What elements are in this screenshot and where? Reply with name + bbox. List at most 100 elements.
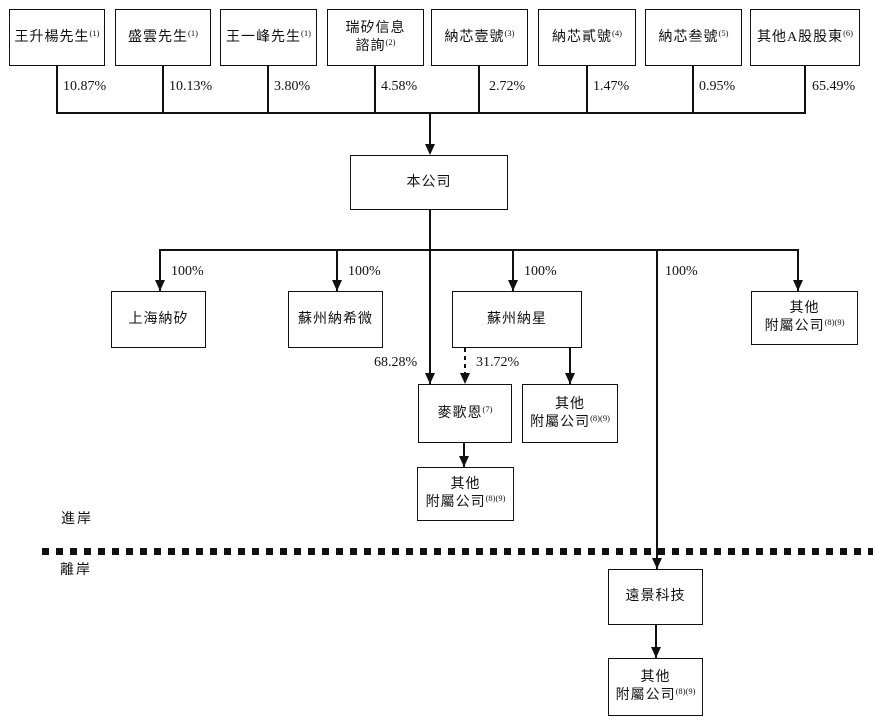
arrowhead-down: [458, 456, 469, 467]
arrowhead-down: [564, 373, 575, 384]
node-label: 盛雲先生: [128, 29, 189, 45]
footnote-marker: (1): [89, 27, 100, 38]
arrowhead-down: [459, 373, 470, 384]
node-label-line1: 其他: [554, 396, 585, 412]
connector-vline: [429, 210, 431, 384]
arrowhead-down: [650, 647, 661, 658]
connector-vline: [463, 443, 465, 467]
ownership-pct: 68.28%: [374, 355, 418, 370]
footnote-marker: (8)(9): [824, 317, 845, 327]
arrowhead-down: [424, 373, 435, 384]
node-shareholder-3: 王一峰先生(1): [220, 9, 317, 66]
ownership-pct: 2.72%: [489, 79, 526, 94]
footnote-marker: (3): [504, 27, 515, 38]
node-yuanjing: 遠景科技: [608, 569, 703, 625]
connector-vline: [336, 250, 338, 291]
footnote-marker: (1): [301, 27, 311, 38]
footnote-marker: (8)(9): [675, 686, 696, 696]
connector-hline: [56, 112, 806, 114]
ownership-pct: 4.58%: [381, 79, 418, 94]
node-label-line2: 附屬公司: [425, 495, 486, 510]
node-label: 納芯貳號: [552, 29, 613, 45]
footnote-marker: (1): [188, 27, 198, 38]
arrowhead-down: [792, 280, 803, 291]
connector-vline-dashed: [464, 348, 466, 375]
footnote-marker: (2): [385, 36, 396, 47]
node-other-subsidiaries-1: 其他 附屬公司(8)(9): [751, 291, 858, 345]
arrowhead-down: [507, 280, 518, 291]
node-shanghai-naxi: 上海納矽: [111, 291, 206, 348]
connector-vline: [267, 66, 269, 113]
node-label-line2: 諮詢: [355, 38, 386, 54]
arrowhead-down: [651, 558, 662, 569]
ownership-pct: 100%: [348, 264, 381, 279]
node-label: 納芯壹號: [444, 29, 505, 45]
connector-vline: [512, 250, 514, 291]
node-magen: 麥歌恩(7): [418, 384, 512, 443]
footnote-marker: (7): [482, 403, 493, 414]
ownership-pct: 1.47%: [593, 79, 630, 94]
ownership-pct: 3.80%: [274, 79, 311, 94]
node-shareholder-2: 盛雲先生(1): [115, 9, 211, 66]
ownership-pct: 100%: [665, 264, 698, 279]
connector-vline: [569, 348, 571, 384]
node-suzhou-naxiwei: 蘇州納希微: [288, 291, 383, 348]
node-label: 蘇州納星: [487, 311, 547, 327]
footnote-marker: (4): [612, 27, 622, 38]
arrowhead-down: [154, 280, 165, 291]
ownership-pct: 100%: [171, 264, 204, 279]
node-shareholder-4: 瑞矽信息 諮詢(2): [327, 9, 424, 66]
connector-vline: [655, 625, 657, 658]
footnote-marker: (6): [843, 27, 854, 38]
footnote-marker: (8)(9): [590, 412, 610, 423]
connector-vline: [692, 66, 694, 113]
arrowhead-down: [331, 280, 342, 291]
node-shareholder-7: 納芯叁號(5): [645, 9, 742, 66]
connector-vline: [162, 66, 164, 113]
node-label-line1: 其他: [789, 301, 820, 316]
footnote-marker: (8)(9): [485, 493, 506, 503]
connector-vline: [478, 66, 480, 113]
ownership-pct: 10.13%: [169, 79, 213, 94]
node-label-line2: 附屬公司: [764, 319, 825, 334]
onshore-label: 進岸: [61, 512, 93, 527]
node-label: 麥歌恩: [437, 405, 483, 421]
node-label: 遠景科技: [625, 589, 686, 604]
onshore-offshore-divider: [42, 548, 873, 555]
node-company: 本公司: [350, 155, 508, 210]
connector-vline: [374, 66, 376, 113]
connector-vline: [656, 250, 658, 569]
node-label: 其他A股股東: [756, 29, 844, 45]
node-label: 上海納矽: [128, 311, 189, 327]
node-suzhou-naxing: 蘇州納星: [452, 291, 582, 348]
ownership-pct: 31.72%: [476, 355, 520, 370]
node-other-subsidiaries-3: 其他 附屬公司(8)(9): [417, 467, 514, 521]
node-label-line1: 瑞矽信息: [345, 20, 406, 36]
node-shareholder-8: 其他A股股東(6): [750, 9, 860, 66]
connector-vline: [429, 113, 431, 147]
node-shareholder-6: 納芯貳號(4): [538, 9, 636, 66]
node-other-subsidiaries-2: 其他 附屬公司(8)(9): [522, 384, 618, 443]
connector-vline: [804, 66, 806, 113]
node-label-line1: 其他: [450, 477, 481, 492]
connector-vline: [797, 250, 799, 291]
connector-vline: [586, 66, 588, 113]
connector-vline: [159, 250, 161, 291]
footnote-marker: (5): [718, 27, 729, 38]
node-other-subsidiaries-4: 其他 附屬公司(8)(9): [608, 658, 703, 716]
node-label: 蘇州納希微: [298, 311, 373, 327]
arrowhead-down: [424, 144, 435, 155]
node-label: 本公司: [406, 174, 452, 190]
node-shareholder-5: 納芯壹號(3): [431, 9, 528, 66]
ownership-pct: 0.95%: [699, 79, 736, 94]
node-shareholder-1: 王升楊先生(1): [9, 9, 105, 66]
node-label: 納芯叁號: [658, 29, 719, 45]
ownership-pct: 10.87%: [63, 79, 107, 94]
node-label-line2: 附屬公司: [530, 414, 591, 430]
offshore-label: 離岸: [60, 563, 92, 578]
node-label: 王一峰先生: [226, 29, 302, 45]
node-label: 王升楊先生: [14, 29, 90, 45]
node-label-line1: 其他: [640, 670, 671, 685]
connector-hline: [159, 249, 799, 251]
node-label-line2: 附屬公司: [615, 688, 676, 703]
